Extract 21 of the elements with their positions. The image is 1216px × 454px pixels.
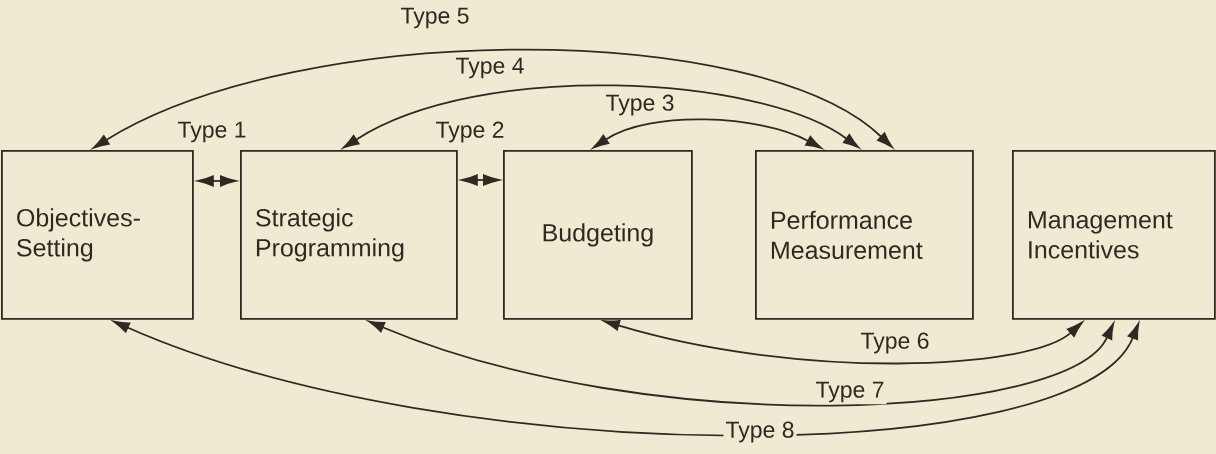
arrow bbox=[603, 320, 1083, 365]
edge-label: Type 3 bbox=[603, 92, 677, 118]
edge-label: Type 1 bbox=[175, 119, 249, 145]
arrow bbox=[461, 174, 500, 186]
process-box: Budgeting bbox=[503, 150, 693, 320]
arrow bbox=[113, 320, 1140, 437]
process-box: Strategic Programming bbox=[240, 150, 458, 320]
arrow bbox=[368, 320, 1114, 407]
edge-label: Type 2 bbox=[433, 119, 507, 145]
edge-label: Type 8 bbox=[723, 419, 797, 445]
process-box: Performance Measurement bbox=[755, 150, 974, 320]
arrow bbox=[93, 48, 893, 149]
arrow bbox=[592, 118, 822, 149]
arrow bbox=[342, 84, 860, 149]
arrow bbox=[197, 175, 237, 187]
process-box: Objectives- Setting bbox=[1, 150, 194, 320]
edge-label: Type 5 bbox=[398, 5, 472, 31]
edge-label: Type 6 bbox=[858, 330, 932, 356]
edge-label: Type 7 bbox=[813, 379, 887, 405]
edge-label: Type 4 bbox=[453, 55, 527, 81]
process-box: Management Incentives bbox=[1012, 150, 1216, 320]
